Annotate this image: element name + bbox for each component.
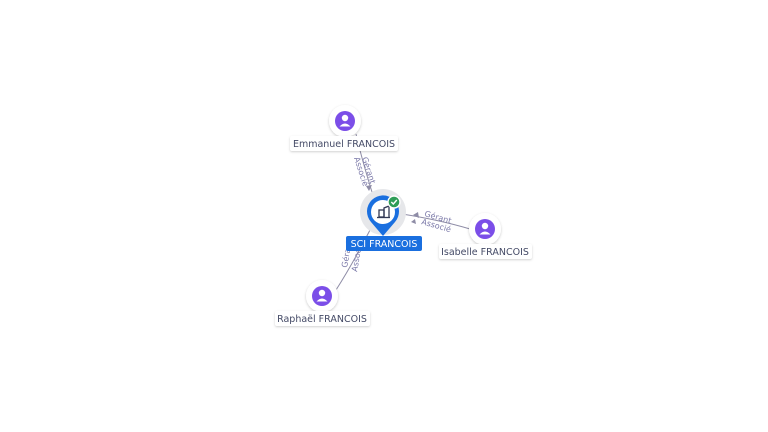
company-name: SCI FRANCOIS xyxy=(351,239,418,250)
person-node-raphael[interactable] xyxy=(306,280,338,312)
arrow-head xyxy=(366,185,372,191)
edge-isabelle: Gérant Associé xyxy=(401,208,471,234)
person-node-emmanuel[interactable] xyxy=(329,105,361,137)
person-name: Emmanuel FRANCOIS xyxy=(293,139,395,150)
arrow-head xyxy=(413,212,419,218)
person-label-bg xyxy=(439,244,532,259)
person-label-emmanuel[interactable]: Emmanuel FRANCOIS xyxy=(290,136,398,151)
arrow-head xyxy=(411,219,416,224)
company-node[interactable] xyxy=(360,189,406,236)
person-icon xyxy=(335,111,355,131)
person-icon xyxy=(475,219,495,239)
person-icon xyxy=(312,286,332,306)
person-label-bg xyxy=(290,136,398,151)
company-label-bg xyxy=(346,236,422,251)
person-label-bg xyxy=(275,311,370,326)
check-circle-icon xyxy=(387,195,401,209)
person-name: Raphaël FRANCOIS xyxy=(277,314,367,325)
building-icon xyxy=(377,205,390,219)
company-label[interactable]: SCI FRANCOIS xyxy=(346,236,422,251)
person-node-isabelle[interactable] xyxy=(469,213,501,245)
person-label-raphael[interactable]: Raphaël FRANCOIS xyxy=(275,311,370,326)
person-label-isabelle[interactable]: Isabelle FRANCOIS xyxy=(439,244,532,259)
person-name: Isabelle FRANCOIS xyxy=(441,247,529,258)
